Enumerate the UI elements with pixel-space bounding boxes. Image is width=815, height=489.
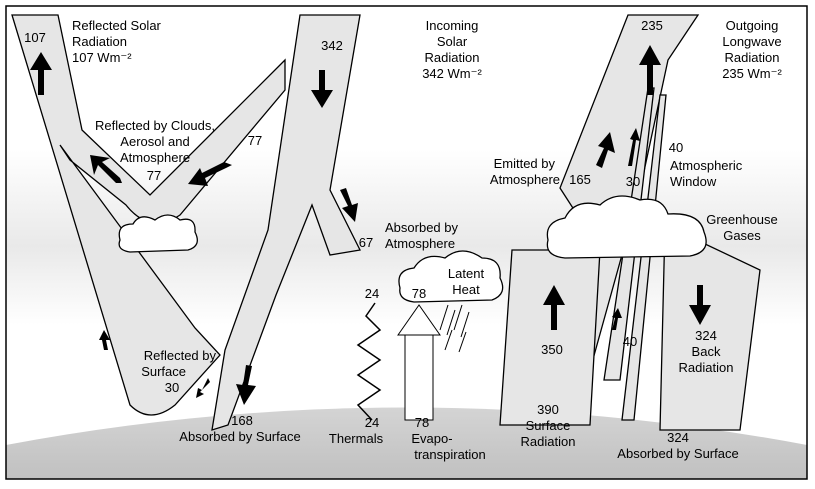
value-emitted-atmosphere: 165 — [569, 172, 591, 187]
absorbed-by-surface-right-label: Absorbed by Surface — [617, 446, 738, 461]
cloud-latent-heat — [398, 250, 504, 303]
thermals-label: Thermals — [329, 431, 384, 446]
atmospheric-window-label-2: Window — [670, 174, 717, 189]
arrow-window-low-small — [612, 308, 622, 330]
value-back-324: 324 — [695, 328, 717, 343]
value-surface-350: 350 — [541, 342, 563, 357]
reflected-solar-label-1: Reflected Solar — [72, 18, 162, 33]
cloud-left — [118, 214, 198, 253]
value-thermals-top: 24 — [365, 286, 379, 301]
rain-lines — [439, 304, 470, 353]
absorbed-by-surface-left-label: Absorbed by Surface — [179, 429, 300, 444]
outgoing-longwave-label-1: Outgoing — [726, 18, 779, 33]
atmospheric-window-label-1: Atmospheric — [670, 158, 743, 173]
value-absorbed-atmosphere: 67 — [359, 235, 373, 250]
value-reflected-clouds-a: 77 — [248, 133, 262, 148]
incoming-solar-label-2: Solar — [437, 34, 468, 49]
back-radiation-label-2: Radiation — [679, 360, 734, 375]
incoming-solar-band — [211, 14, 361, 431]
arrow-v-left-small — [99, 330, 110, 350]
value-absorbed-surface-168: 168 — [231, 413, 253, 428]
surface-radiation-label-1: Surface — [526, 418, 571, 433]
incoming-solar-label-3: Radiation — [425, 50, 480, 65]
value-thermals-bottom: 24 — [365, 415, 379, 430]
arrow-clouds-downleft — [188, 162, 232, 186]
cloud-greenhouse — [546, 195, 707, 259]
value-latent-top: 78 — [412, 286, 426, 301]
arrow-surface-up — [543, 285, 565, 330]
value-window-30: 30 — [626, 174, 640, 189]
surface-radiation-band — [499, 249, 601, 426]
frame — [5, 5, 808, 480]
value-evapo-bottom: 78 — [415, 415, 429, 430]
arrow-incoming-down — [311, 70, 333, 108]
reflected-by-clouds-label-1: Reflected by Clouds, — [95, 118, 215, 133]
reflected-by-clouds-label-3: Atmosphere — [120, 150, 190, 165]
value-window-40-top: 40 — [669, 140, 683, 155]
surface-radiation-label-2: Radiation — [521, 434, 576, 449]
earth-surface — [6, 407, 807, 479]
text-labels: Reflected Solar Radiation 107 Wm⁻² Incom… — [24, 18, 782, 462]
value-absorbed-surface-324: 324 — [667, 430, 689, 445]
latent-heat-label-1: Latent — [448, 266, 485, 281]
absorbed-by-atmosphere-label-2: Atmosphere — [385, 236, 455, 251]
atmospheric-window-band — [621, 94, 667, 421]
outgoing-longwave-label-3: Radiation — [725, 50, 780, 65]
reflected-solar-label-2: Radiation — [72, 34, 127, 49]
evapotranspiration-column — [404, 334, 434, 421]
value-reflected-clouds-b: 77 — [147, 168, 161, 183]
back-radiation-label-1: Back — [692, 344, 721, 359]
incoming-solar-label-4: 342 Wm⁻² — [422, 66, 482, 81]
emitted-by-atmosphere-label-2: Atmosphere — [490, 172, 560, 187]
reflected-by-surface-label-1: Reflected by — [144, 348, 217, 363]
value-reflected-surface: 30 — [165, 380, 179, 395]
latent-heat-label-2: Heat — [452, 282, 480, 297]
evapotranspiration-label-2: transpiration — [414, 447, 486, 462]
emitted-by-atmosphere-label-1: Emitted by — [494, 156, 556, 171]
value-outgoing: 235 — [641, 18, 663, 33]
arrows — [30, 45, 711, 405]
arrow-outgoing-up — [639, 45, 661, 95]
reflected-solar-label-3: 107 Wm⁻² — [72, 50, 132, 65]
arrow-reflected-surface-small — [196, 378, 210, 398]
arrow-window-small — [628, 128, 640, 166]
reflected-solar-band — [11, 14, 286, 416]
value-window-40-low: 40 — [623, 334, 637, 349]
absorbed-by-atmosphere-label-1: Absorbed by — [385, 220, 458, 235]
value-reflected-total: 107 — [24, 30, 46, 45]
arrow-absorbed-surface-168 — [236, 365, 256, 405]
arrow-back-down — [689, 285, 711, 325]
outgoing-longwave-label-4: 235 Wm⁻² — [722, 66, 782, 81]
evapotranspiration-label-1: Evapo- — [411, 431, 452, 446]
greenhouse-gases-label-1: Greenhouse — [706, 212, 778, 227]
outgoing-longwave-label-2: Longwave — [722, 34, 781, 49]
greenhouse-gases-label-2: Gases — [723, 228, 761, 243]
value-surface-390: 390 — [537, 402, 559, 417]
arrow-reflected-up — [30, 52, 52, 95]
reflected-by-clouds-label-2: Aerosol and — [120, 134, 189, 149]
evapotranspiration-arrow-head — [397, 304, 441, 336]
arrow-emitted-up — [596, 132, 615, 168]
value-incoming: 342 — [321, 38, 343, 53]
reflected-by-surface-label-2: Surface — [141, 364, 186, 379]
arrow-clouds-left — [90, 155, 122, 183]
thermals-column — [356, 302, 382, 421]
incoming-solar-label-1: Incoming — [426, 18, 479, 33]
back-radiation-band — [659, 223, 761, 431]
arrow-absorbed-atm — [340, 188, 358, 222]
